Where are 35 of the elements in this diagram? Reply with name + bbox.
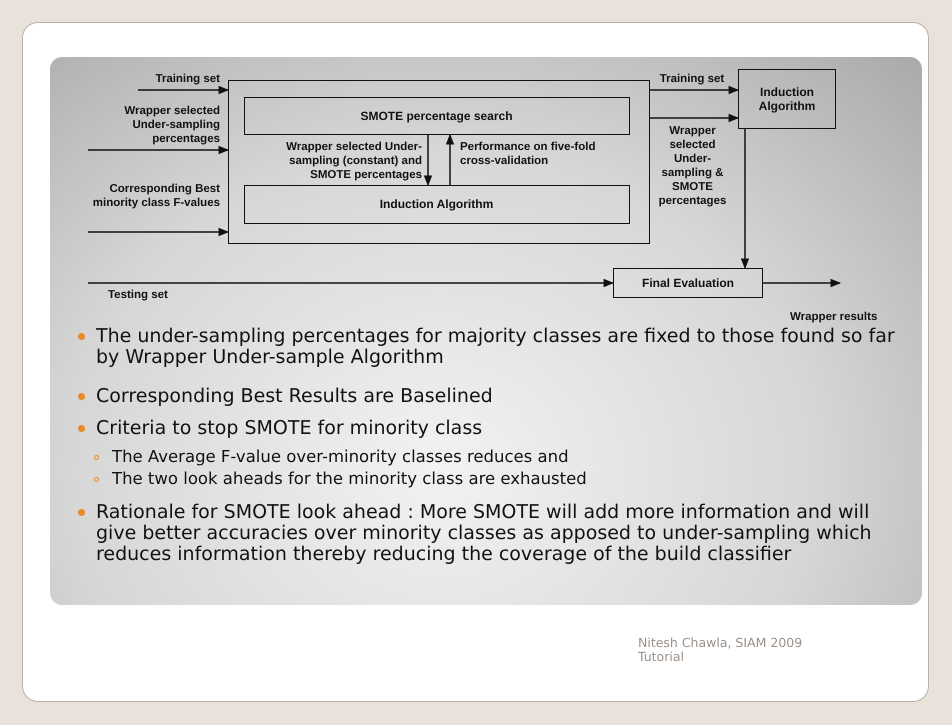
bullet-text: Criteria to stop SMOTE for minority class [96,418,484,439]
arrow [446,134,454,185]
edge-label: Wrapper selected Under-sampling percentages [123,104,220,146]
arrow [763,278,842,288]
node-label: Final Evaluation [642,276,734,290]
edge-label: Corresponding Best minority class F-values [92,182,220,210]
edge-label: Training set [154,72,220,86]
container-box [228,80,650,244]
bullet-text: Corresponding Best Results are Baselined [96,386,494,407]
arrow [650,114,740,122]
bullet-text: Rationale for SMOTE look ahead : More SMOTE will add more information and will give better accuracies over minority classes as apposed to under-sampling which reduces information thereby reducing the coverage of the build classifier [96,502,873,565]
arrow [138,86,230,94]
arrow [740,129,750,270]
process-box [244,96,630,134]
edge-label: Wrapper selected Under-sampling & SMOTE percentages [658,124,728,208]
bullet-text: The under-sampling percentages for majority classes are fixed to those found so far by Wrapper Under-sample Algorithm [96,326,896,368]
footer-text: Nitesh Chawla, SIAM 2009 Tutorial [638,636,804,664]
process-box [244,184,630,224]
arrow [88,146,230,154]
arrow [88,278,614,288]
arrow [88,228,230,236]
edge-label: Wrapper selected Under-sampling (constant) and SMOTE percentages [285,140,422,182]
process-box [613,268,763,298]
arrow [650,86,740,94]
node-label: SMOTE percentage search [360,108,513,122]
edge-label: Wrapper results [790,310,878,324]
bullet-text: The Average F-value over-minority classes reduces and [112,448,570,466]
node-label: Induction Algorithm [380,197,494,211]
arrow [424,135,432,186]
edge-label: Testing set [108,288,169,302]
edge-label: Performance on five-fold cross-validation [460,140,596,168]
node-label: Induction Algorithm [758,85,816,113]
edge-label: Training set [658,72,726,86]
bullet-text: The two look aheads for the minority class are exhausted [112,470,588,488]
process-box [738,69,836,129]
